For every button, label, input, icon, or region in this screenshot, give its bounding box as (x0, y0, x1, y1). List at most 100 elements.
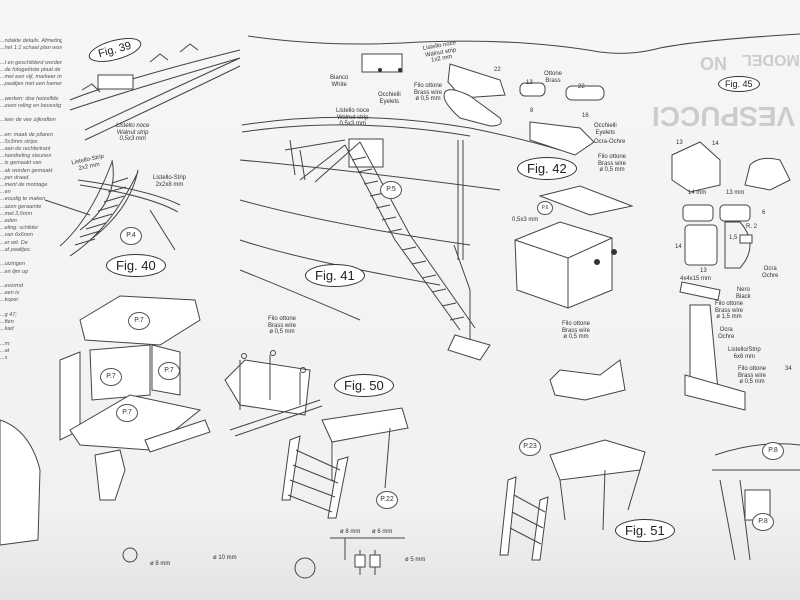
part-p8-b: P.8 (752, 513, 774, 531)
label-dim-22b: 22 (578, 84, 585, 90)
label-dim-14-45: 14 (712, 141, 719, 147)
instruction-line (0, 124, 62, 131)
instruction-line (0, 110, 62, 117)
label-dim-16: 16 (582, 113, 589, 119)
label-dia-10: ø 10 mm (213, 555, 237, 561)
label-dia-8: ø 8 mm (340, 529, 361, 535)
label-brass-wire-42b: Filo ottone Brass wire ø 0,5 mm (598, 154, 627, 173)
label-eyelets-b: Occhielli Eyelets (594, 123, 617, 136)
instruction-line: ...en (0, 189, 11, 196)
label-strip-6x6: Listello/Strip 6x6 mm (728, 347, 761, 360)
instruction-line: ...teer de vier zijkraften (0, 117, 56, 124)
label-bianco-white: Bianco White (330, 75, 349, 88)
page-edge-curve (247, 33, 800, 54)
instruction-line: ...t en geschilderd worden (0, 59, 62, 66)
part-p7-c: P.7 (158, 362, 180, 380)
label-dim-13-45: 13 (676, 140, 683, 146)
cabin-drawing (514, 185, 634, 309)
label-brass-wire-50: Filo ottone Brass wire ø 0,5 mm (268, 316, 297, 335)
part-p23: P.23 (519, 438, 541, 456)
label-ocra-ochre-42: Ocra-Ochre (594, 139, 626, 145)
instruction-line: ...ak worden gemaakt (0, 167, 53, 174)
fig39-drawing (69, 43, 241, 141)
label-brass-wire-51: Filo ottone Brass wire ø 0,5 mm (562, 321, 591, 340)
label-ottone-brass: Ottone Brass (544, 71, 563, 84)
instruction-line (0, 305, 62, 312)
instruction-line: ...het 1:1 schaal plan worden (0, 45, 62, 52)
instruction-line: ...met een vijl, markeer met (0, 74, 62, 81)
instruction-line: ...evormd (0, 282, 23, 289)
instruction-line (0, 276, 62, 283)
label-dim-6: 6 (762, 210, 766, 216)
instruction-line: ...per draad. (0, 174, 30, 181)
fig-42-label: Fig. 42 (517, 157, 577, 180)
instruction-line: ...even reling en bevestig (0, 102, 62, 109)
instruction-line: ...g 47; (0, 311, 17, 318)
part-p4: P.4 (120, 227, 142, 245)
fig-51-label: Fig. 51 (615, 519, 675, 542)
instruction-line (0, 88, 62, 95)
fig-45-label: Fig. 45 (718, 76, 760, 92)
instruction-line: ...eling: schilder (0, 225, 39, 232)
instruction-line: ...een is (0, 290, 20, 297)
instruction-line: ...handreling steunen (0, 153, 52, 160)
part-p8-a: P.8 (762, 442, 784, 460)
label-ocra-ochre-b: Ocra Ochre (718, 327, 735, 340)
instruction-line: ...eden (0, 218, 17, 225)
instruction-line: ...azen geraamte (0, 203, 42, 210)
part-p7-b: P.7 (100, 368, 122, 386)
instruction-line: ...er wit. De (0, 239, 28, 246)
instruction-line: ...van 6x6mm (0, 232, 34, 239)
label-r2: R. 2 (746, 224, 758, 230)
instruction-line: ...s (0, 354, 8, 361)
part-p5: P.5 (380, 181, 402, 199)
instruction-line: ...paaltjes met een hamer (0, 81, 62, 88)
instruction-line: ...aan de rechterkant (0, 146, 51, 153)
part-p7-a: P.7 (128, 312, 150, 330)
instruction-line (0, 333, 62, 340)
label-brass-wire-1-5: Filo ottone Brass wire ø 1,5 mm (715, 301, 744, 320)
fig-40-label: Fig. 40 (106, 254, 166, 277)
instruction-line: ...ndakte details. Afmetingen (0, 38, 62, 44)
part-p22: P.22 (376, 491, 398, 509)
instruction-line: ...m: (0, 340, 11, 347)
fig40-drawing (44, 159, 181, 257)
label-dim-8: 8 (530, 108, 534, 114)
instruction-line: ...5x3mm strips. (0, 138, 39, 145)
part-p7-d: P.7 (116, 404, 138, 422)
label-dim-13mm: 13 mm (726, 190, 745, 196)
label-block-4x4x15: 4x4x15 mm (680, 276, 712, 282)
instruction-line: ...ften (0, 318, 14, 325)
instruction-line: ...de fotogeëtste plaat de (0, 66, 61, 73)
fig-41-label: Fig. 41 (305, 264, 365, 287)
label-ocra-ochre-a: Ocra Ochre (762, 266, 779, 279)
label-walnut-strip-39: Listello noce Walnut strip 0,5x3 mm (116, 123, 150, 142)
instruction-line: ...met 2,6mm (0, 210, 33, 217)
instruction-line (0, 254, 62, 261)
label-dim-22a: 22 (494, 67, 501, 73)
label-dia-8b: ø 8 mm (150, 561, 171, 567)
label-dim-13: 13 (526, 80, 533, 86)
label-strip-0-5x3: 0,5x3 mm (512, 217, 539, 223)
part-p6: P.6 (537, 201, 553, 215)
label-brass-wire-45: Filo ottone Brass wire ø 0,5 mm (738, 366, 767, 385)
fig50-drawing (224, 350, 409, 519)
fig41-drawing (239, 116, 561, 361)
instruction-line: ...kad (0, 326, 14, 333)
instruction-line: ...werken: doe hetzelfde (0, 95, 59, 102)
label-dim-14mm: 14 mm (688, 190, 707, 196)
label-nero-black: Nero Black (736, 287, 751, 300)
label-dim-14v: 14 (675, 244, 682, 250)
label-brass-wire-42a: Filo ottone Brass wire ø 0,5 mm (414, 83, 443, 102)
instruction-line: ...at (0, 347, 10, 354)
label-eyelets-a: Occhielli Eyelets (378, 92, 401, 105)
instruction-line: ...en: maak de pilaren (0, 131, 53, 138)
label-dia-5: ø 5 mm (405, 557, 426, 563)
fig42-drawing (361, 53, 605, 156)
instruction-line: ...eoudig te maken (0, 196, 46, 203)
instruction-line: ...is gemaakt van (0, 160, 42, 167)
bg-print-vespucci: VESPUCCI (652, 101, 796, 132)
fig51-drawing (499, 359, 646, 561)
instruction-line: ...ment de montage (0, 182, 48, 189)
